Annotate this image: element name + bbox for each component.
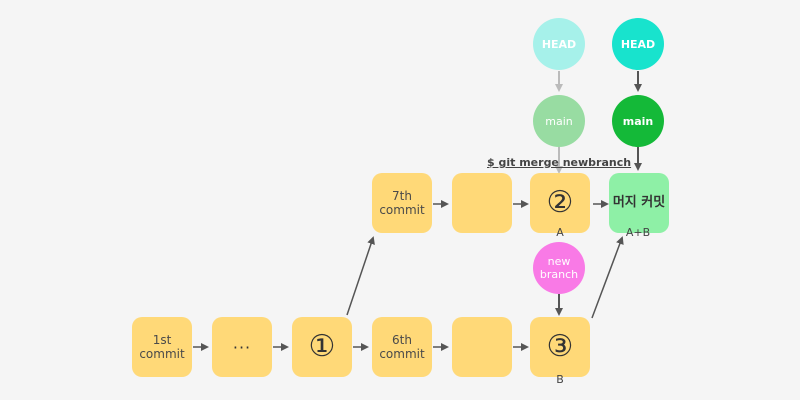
git-merge-command: $ git merge newbranch (487, 156, 632, 169)
commit-2-label: ② (546, 185, 574, 220)
commit-1st-label: 1st commit (139, 333, 185, 361)
commit-7th-label: 7th commit (379, 189, 425, 217)
ellipsis-icon: ··· (232, 337, 252, 357)
head-pointer-old: HEAD (533, 18, 585, 70)
commit-2: ② (530, 173, 590, 233)
main-branch-old: main (533, 95, 585, 147)
commit-1-label: ① (308, 329, 336, 364)
commit-3: ③ (530, 317, 590, 377)
commit-3-label: ③ (546, 329, 574, 364)
head-pointer: HEAD (612, 18, 664, 70)
commit-6th: 6th commit (372, 317, 432, 377)
label-b: B (556, 373, 564, 386)
main-branch: main (612, 95, 664, 147)
commit-1: ① (292, 317, 352, 377)
label-a: A (556, 226, 564, 239)
commit-blank-bottom (452, 317, 512, 377)
newbranch-pointer: new branch (533, 242, 585, 294)
commit-7th: 7th commit (372, 173, 432, 233)
merge-commit: 머지 커밋 (609, 173, 669, 233)
arrow-c1-to-7th (346, 236, 375, 316)
commit-6th-label: 6th commit (379, 333, 425, 361)
merge-commit-label: 머지 커밋 (612, 195, 666, 210)
commit-ellipsis: ··· (212, 317, 272, 377)
commit-1st: 1st commit (132, 317, 192, 377)
label-a-plus-b: A+B (625, 226, 651, 239)
commit-blank-top (452, 173, 512, 233)
arrow-c3-to-merge (591, 236, 624, 319)
